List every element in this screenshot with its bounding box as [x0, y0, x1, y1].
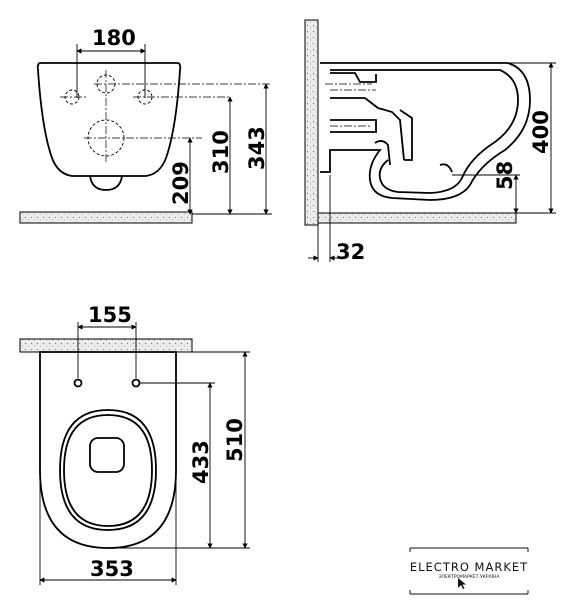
dim-top-155: 155: [88, 303, 132, 327]
logo-tagline: ЭЛЕКТРОМАРКЕТ.УКРАЇНА: [439, 573, 501, 580]
top-outlet: [89, 437, 125, 473]
front-floor: [19, 211, 193, 224]
side-bowl-inner: [330, 69, 519, 194]
side-bowl-outer: [320, 62, 531, 201]
top-view: 155 353 433 510: [19, 303, 250, 585]
dim-side-400: 400: [529, 110, 553, 154]
dim-front-343: 343: [245, 126, 269, 170]
front-view: 180 209 310 343: [19, 26, 272, 224]
top-seat-opening: [59, 409, 157, 531]
dim-front-310: 310: [209, 130, 233, 174]
dim-top-510: 510: [223, 418, 247, 462]
logo-name: ELECTRO MARKET: [410, 560, 528, 574]
front-bowl-outline: [36, 62, 182, 177]
top-wall: [19, 338, 193, 353]
dim-side-58: 58: [493, 161, 517, 190]
side-floor: [317, 212, 517, 224]
dim-side-32: 32: [336, 240, 365, 264]
dim-top-433: 433: [189, 440, 213, 484]
side-view: 400 58 32: [304, 19, 556, 264]
dim-front-209: 209: [169, 161, 193, 205]
cursor-icon: [458, 578, 466, 589]
front-outlet: [89, 175, 123, 191]
dim-front-hole-spacing: 180: [92, 26, 136, 50]
side-wall: [304, 19, 319, 226]
dim-top-353: 353: [90, 557, 134, 581]
top-bowl-outline: [39, 351, 177, 549]
top-hole-right: [131, 378, 141, 388]
electro-market-logo: ELECTRO MARKET ЭЛЕКТРОМАРКЕТ.УКРАЇНА: [409, 547, 529, 595]
top-hole-left: [73, 378, 83, 388]
